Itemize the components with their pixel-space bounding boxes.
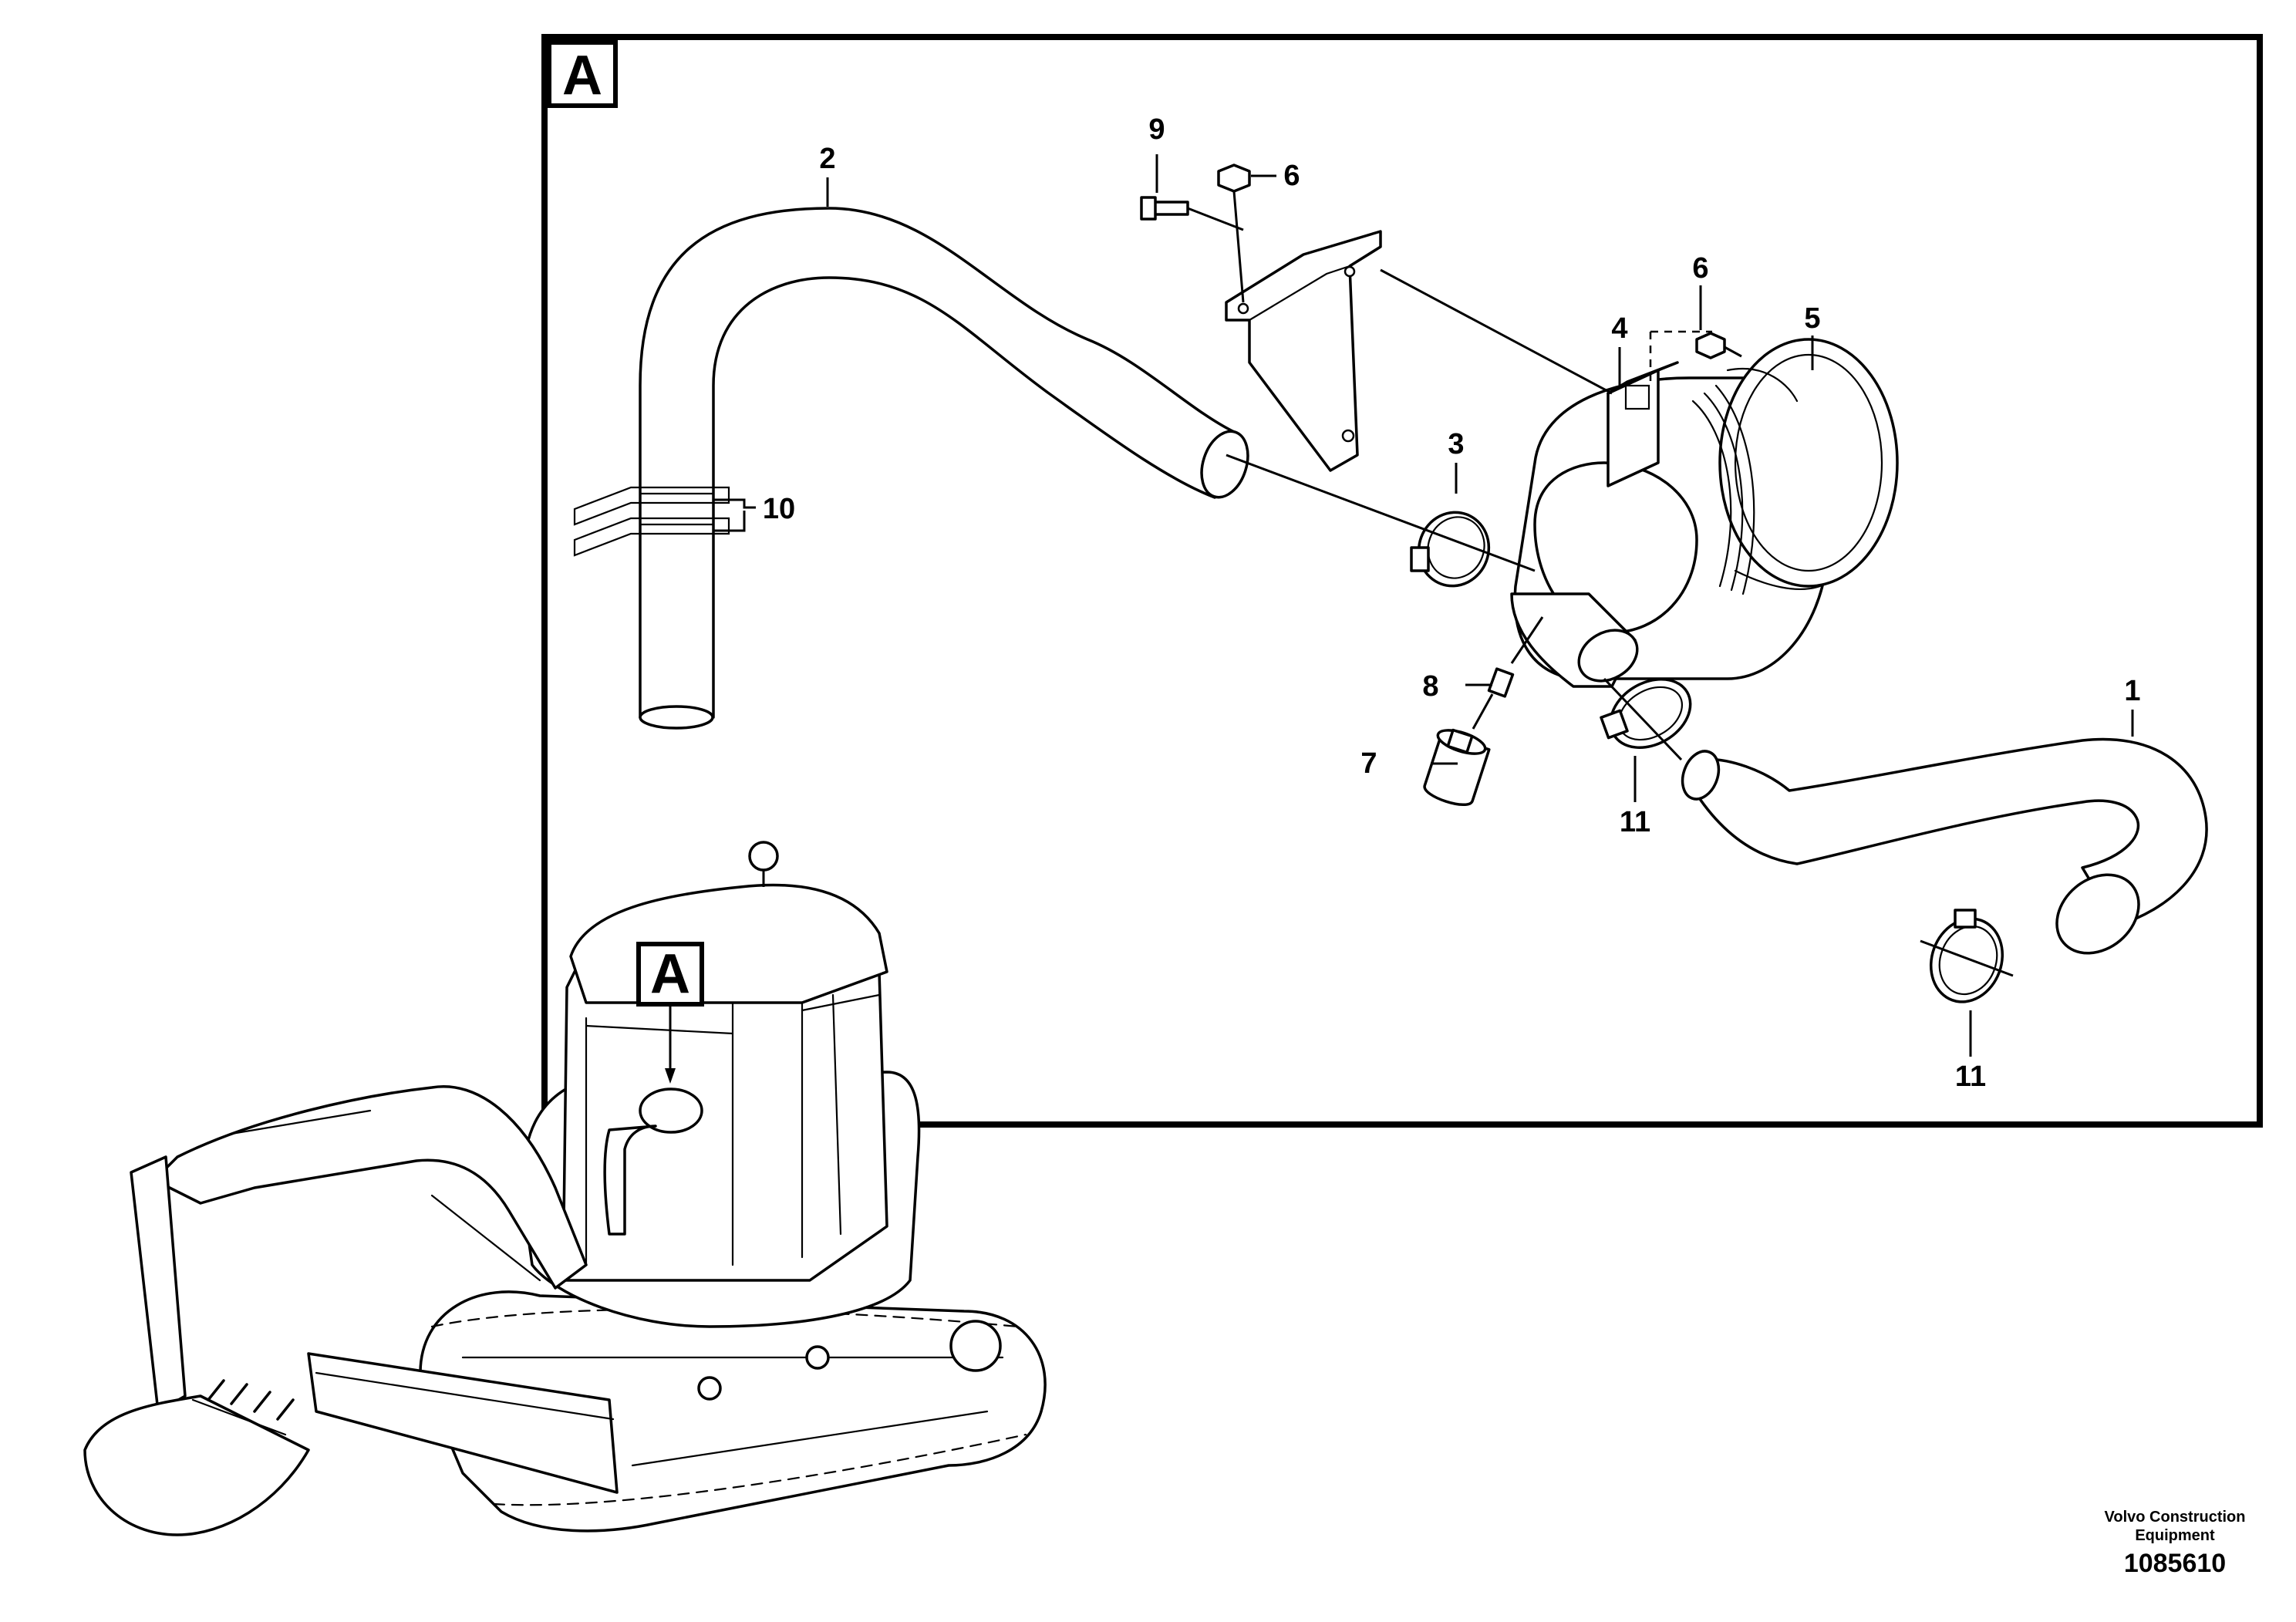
callout-11-lower: 11 (1955, 1061, 1986, 1093)
callout-8: 8 (1422, 670, 1438, 703)
callout-5: 5 (1804, 302, 1820, 335)
air-filter-part-5 (1380, 268, 1899, 688)
indicator-part-7 (1423, 728, 1491, 806)
callout-9: 9 (1148, 113, 1165, 146)
callout-1: 1 (2124, 675, 2140, 707)
callout-6-right: 6 (1692, 252, 1708, 285)
nut-part-6-top (1217, 164, 1251, 303)
callout-4: 4 (1611, 312, 1627, 345)
fitting-part-8 (1472, 616, 1544, 730)
callout-7: 7 (1360, 747, 1377, 780)
hose-clamp-part-11-middle (1600, 677, 1692, 761)
nut-part-6-right (1695, 332, 1742, 359)
company-name: Volvo Construction Equipment (2104, 1509, 2246, 1544)
callout-labels: 2 9 6 6 4 5 3 10 8 7 1 11 11 (763, 113, 2141, 1093)
callout-10: 10 (763, 493, 795, 525)
cable-tie-part-10 (573, 486, 730, 557)
callout-2: 2 (819, 143, 835, 175)
callout-6-top: 6 (1283, 160, 1300, 192)
hose-clamp-part-11-lower (1920, 909, 2014, 1003)
callout-leaders (713, 154, 2134, 1057)
drawing-number: 1085610 (2123, 1549, 2227, 1578)
outlet-hose-part-1 (1681, 737, 2208, 955)
detail-label: A (562, 45, 602, 106)
bracket (1225, 230, 1382, 472)
hose-clamp-part-3 (1226, 454, 1536, 588)
detail-frame: A (541, 34, 2263, 1128)
excavator-overview: A (83, 841, 1047, 1536)
callout-3: 3 (1448, 428, 1464, 460)
intake-pipe-part-2 (639, 207, 1249, 730)
bolt-part-9 (1140, 196, 1244, 231)
callout-11-middle: 11 (1620, 806, 1650, 838)
machine-marker: A (650, 943, 690, 1005)
